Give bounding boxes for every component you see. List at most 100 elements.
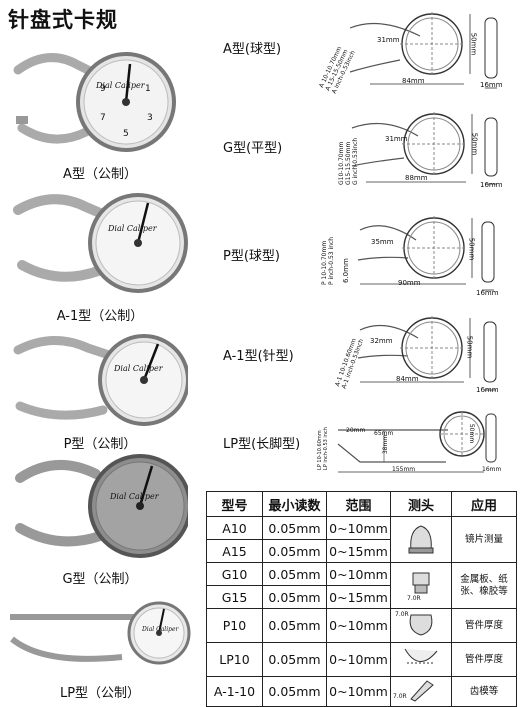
caption-a1: A-1型（公制） (56, 309, 144, 324)
page-title: 针盘式卡规 (8, 8, 118, 32)
probe-long-icon (390, 642, 452, 677)
header-model: 型号 (206, 491, 263, 517)
cell-reading: 0.05mm (262, 516, 327, 540)
dim-p-height: 50mm (467, 237, 476, 261)
cell-reading: 0.05mm (262, 608, 327, 643)
cell-model: A10 (206, 516, 263, 540)
probe-label: 7.0R (395, 611, 409, 618)
cell-reading: 0.05mm (262, 585, 327, 609)
header-reading: 最小读数 (262, 491, 327, 517)
cell-application: 镜片测量 (451, 516, 517, 563)
table-row: A15 0.05mm 0~15mm (206, 539, 517, 563)
cell-range: 0~15mm (326, 539, 391, 563)
cell-model: P10 (206, 608, 263, 643)
dial-label-a: Dial Caliper (96, 81, 145, 90)
drawing-p (357, 216, 495, 291)
dim-lp-depth: 16mm (482, 466, 502, 473)
cell-range: 0~15mm (326, 585, 391, 609)
dial-num: 1 (145, 84, 151, 94)
type-label-lp: LP型(长脚型) (223, 437, 301, 452)
header-range: 范围 (326, 491, 391, 517)
drawing-a (349, 12, 498, 89)
header-application: 应用 (451, 491, 517, 517)
range-g: G10-10.70mm G15-15.50mm G inch-0.53inch (338, 138, 359, 185)
dial-num: 5 (123, 129, 129, 139)
cell-model: A15 (206, 539, 263, 563)
cell-range: 0~10mm (326, 642, 391, 677)
dial-label-a1: Dial Caliper (108, 224, 157, 233)
dim-a1-arm: 32mm (370, 337, 393, 345)
cell-application: 金属板、纸张、橡胶等 (451, 562, 517, 609)
probe-flat-icon: 7.0R (390, 562, 452, 609)
dim-p-depth: 16mm (476, 289, 499, 297)
probe-needle-icon: 7.0R (390, 676, 452, 707)
header-probe: 测头 (390, 491, 452, 517)
dim-g-width: 88mm (405, 174, 428, 182)
dim-p-width: 90mm (398, 279, 421, 287)
dim-lp-width: 155mm (392, 466, 416, 473)
dim-a1-depth: 16mm (476, 386, 499, 394)
table-row: LP10 0.05mm 0~10mm 管件厚度 (206, 642, 517, 677)
cell-application: 管件厚度 (451, 642, 517, 677)
dial-caliper-a1-photo (13, 193, 188, 293)
cell-range: 0~10mm (326, 562, 391, 586)
cell-reading: 0.05mm (262, 562, 327, 586)
cell-model: A-1-10 (206, 676, 263, 707)
dim-g-depth: 16mm (480, 181, 503, 189)
cell-reading: 0.05mm (262, 539, 327, 563)
cell-model: G10 (206, 562, 263, 586)
dim-a-depth: 16mm (480, 81, 503, 89)
cell-range: 0~10mm (326, 516, 391, 540)
range-g-1: G10-10.70mm (338, 141, 345, 185)
dim-p-arm: 35mm (371, 238, 394, 246)
cell-range: 0~10mm (326, 608, 391, 643)
dim-lp-left: 20mm (346, 427, 366, 434)
type-label-g: G型(平型) (223, 141, 283, 156)
dim-g-height: 50mm (470, 132, 479, 156)
dim-g-arm: 31mm (385, 135, 408, 143)
table-row: P10 0.05mm 0~10mm 7.0R 管件厚度 (206, 608, 517, 643)
range-lp-2: LP inch-0.53 inch (323, 427, 329, 470)
probe-label: 7.0R (393, 693, 407, 700)
range-g-3: G inch-0.53inch (352, 137, 359, 185)
probe-ball-icon (390, 516, 452, 563)
table-row: A10 0.05mm 0~10mm 镜片测量 (206, 516, 517, 563)
dial-caliper-a-photo (13, 52, 176, 152)
cell-model: LP10 (206, 642, 263, 677)
type-label-p: P型(球型) (223, 249, 280, 264)
caption-a: A型（公制） (63, 167, 137, 182)
table-row: G10 0.05mm 0~10mm 7.0R 金属板、纸张、橡胶等 (206, 562, 517, 609)
cell-reading: 0.05mm (262, 642, 327, 677)
dim-a1-height: 50mm (465, 335, 474, 359)
dial-num: 7 (100, 113, 106, 123)
dim-a1-width: 84mm (396, 375, 419, 383)
cell-range: 0~10mm (326, 676, 391, 707)
dim-lp-height: 50mm (468, 423, 476, 444)
dial-caliper-g-photo (15, 454, 188, 558)
cell-reading: 0.05mm (262, 676, 327, 707)
cell-model: G15 (206, 585, 263, 609)
dim-a-arm: 31mm (377, 36, 400, 44)
caption-lp: LP型（公制） (59, 686, 141, 701)
range-lp: LP 10-10.60mm LP inch-0.53 inch (317, 427, 329, 470)
dim-lp-gap: 38mm (382, 434, 390, 455)
cell-application: 管件厚度 (451, 608, 517, 643)
dial-num: 9 (100, 84, 106, 94)
dim-a-width: 84mm (402, 77, 425, 85)
cell-application: 齿模等 (451, 676, 517, 707)
dim-p-tip: 6.0mm (342, 258, 350, 283)
range-p-1: P 10-10.70mm (321, 240, 328, 285)
range-p: P 10-10.70mm P inch-0.53 inch (321, 237, 335, 285)
dim-lp-arm: 65mm (374, 430, 394, 437)
type-label-a1: A-1型(针型) (223, 349, 294, 364)
spec-table: 型号 最小读数 范围 测头 应用 A10 0.05mm 0~10mm 镜片测量 … (206, 491, 517, 707)
dim-a-height: 50mm (469, 32, 478, 56)
probe-label: 7.0R (407, 595, 421, 602)
dial-label-p: Dial Caliper (114, 364, 163, 373)
dial-label-lp: Dial Caliper (142, 626, 179, 633)
dial-caliper-lp-photo (10, 601, 191, 665)
table-row: G15 0.05mm 0~15mm (206, 585, 517, 609)
drawing-lp (337, 411, 497, 473)
table-row: A-1-10 0.05mm 0~10mm 7.0R 齿模等 (206, 676, 517, 707)
dial-caliper-p-photo (13, 334, 188, 426)
